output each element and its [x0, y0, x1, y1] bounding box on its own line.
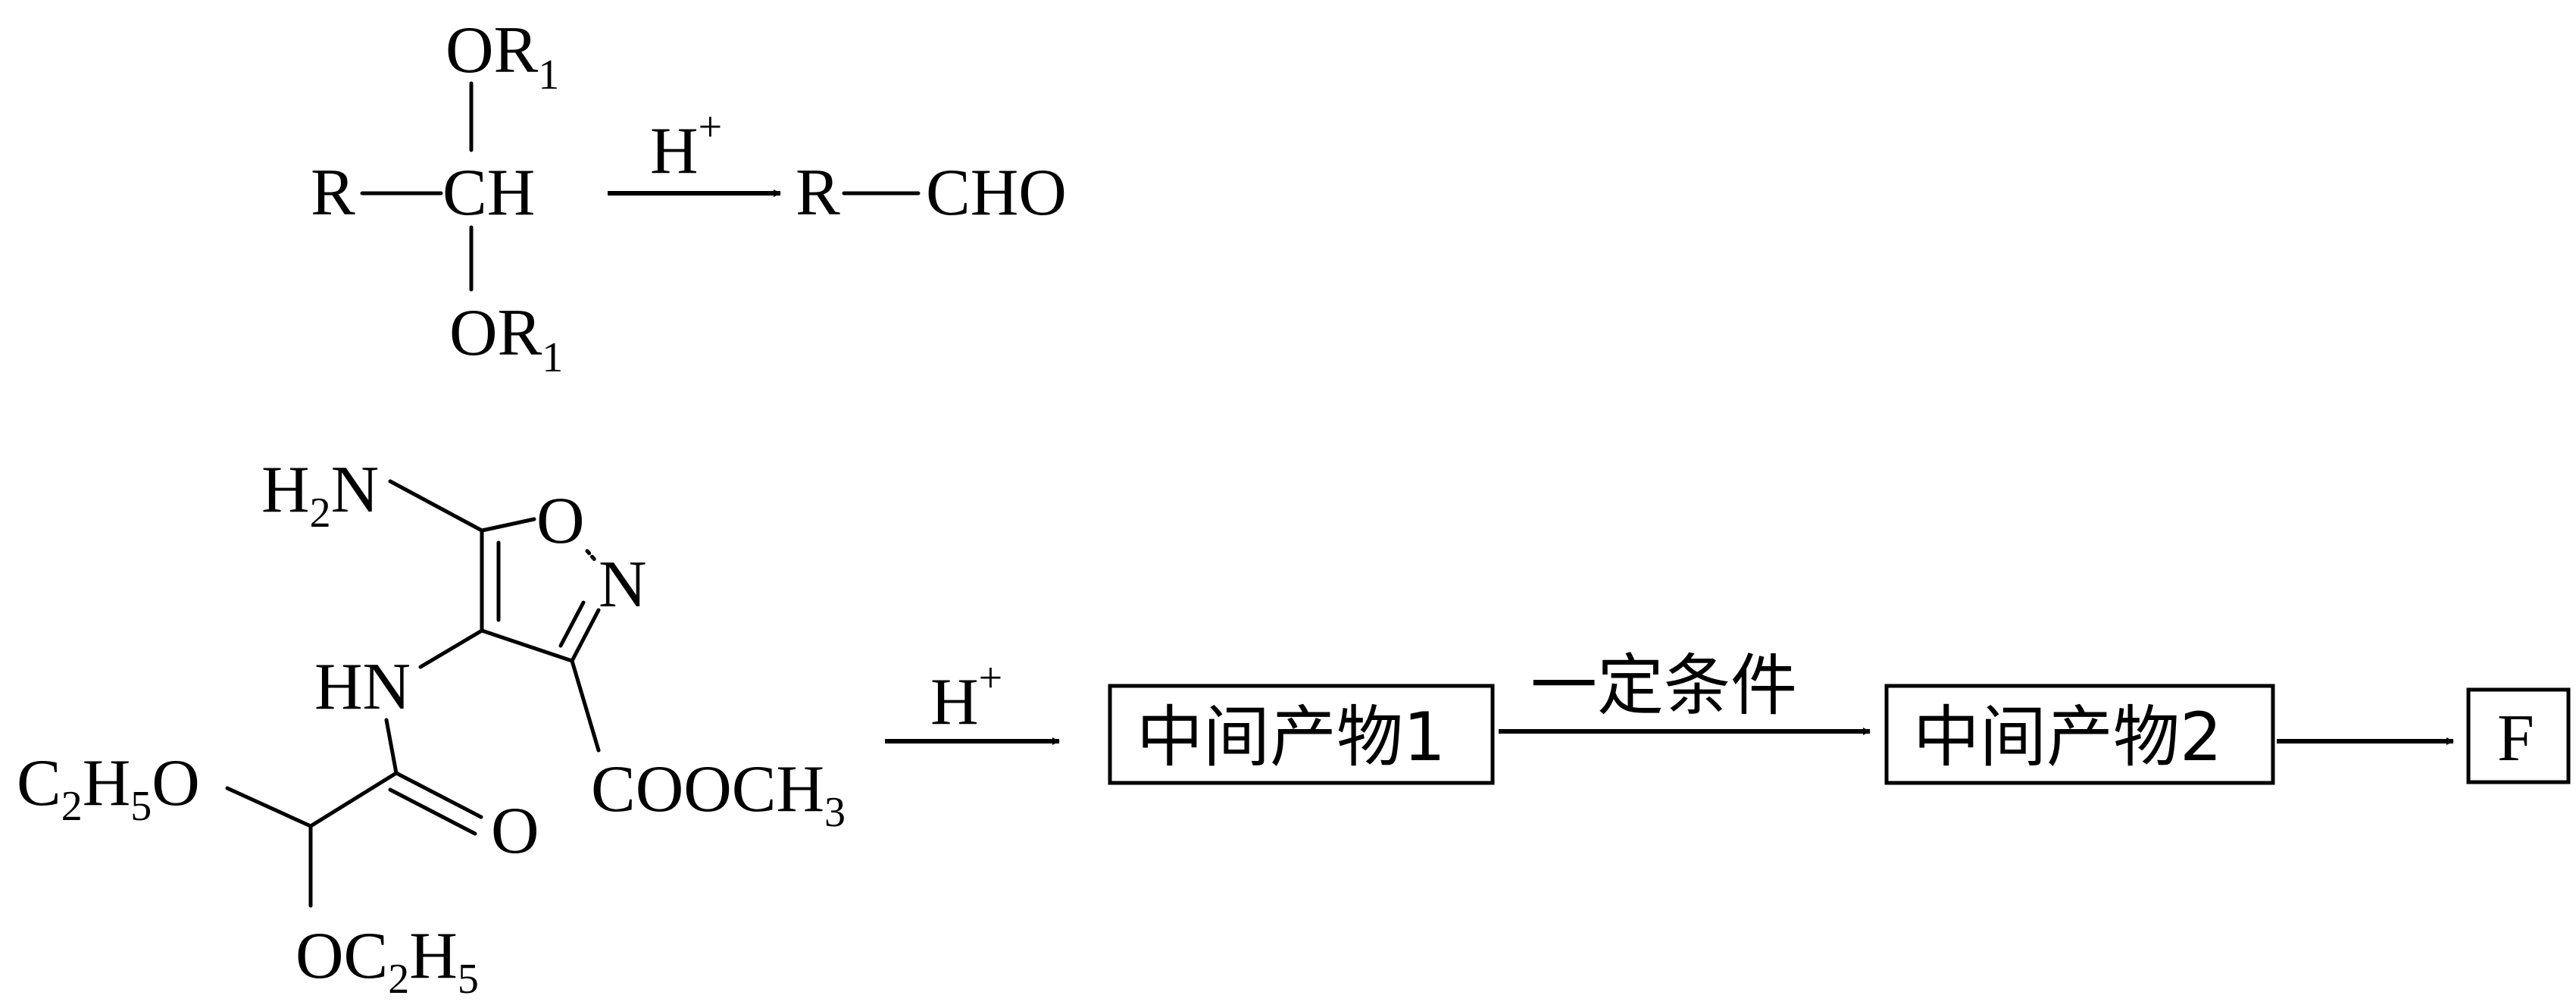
product-f-label: F: [2497, 702, 2534, 775]
intermediate2-label: 中间产物2: [1913, 698, 2222, 776]
acetal-bottom-or: OR1: [449, 296, 563, 381]
acetal-rule: OR1 R CH OR1 H+ R CHO: [311, 14, 1067, 381]
bond-n-c3: [570, 608, 601, 663]
bond-n-c3-double: [558, 600, 586, 648]
intermediate2-box: [1884, 684, 2275, 785]
acetal-left-r: R: [311, 156, 355, 230]
ring-oxygen: O: [536, 484, 585, 558]
acetal-center-ch: CH: [442, 156, 535, 230]
acetal-top-or: OR1: [445, 14, 559, 99]
bond-c4-hn: [418, 628, 484, 669]
ethoxy-bottom: OC2H5: [295, 919, 479, 1003]
ethoxy-left: C2H5O: [17, 747, 200, 830]
intermediate1-label: 中间产物1: [1136, 698, 1446, 776]
amino-group: H2N: [261, 453, 379, 537]
product-r: R: [796, 156, 840, 230]
bond-c3-c4: [480, 628, 574, 663]
bond-hn-carbonyl: [384, 718, 399, 775]
amide-hn: HN: [314, 650, 411, 724]
bond-carbonyl-double: [388, 787, 477, 836]
bond-o-n: [585, 549, 599, 565]
product-f-box: [2466, 687, 2571, 784]
ring-nitrogen: N: [599, 548, 647, 621]
bond-carbonyl: [394, 771, 483, 819]
step1-reagent: H+: [930, 655, 1002, 739]
ester-group: COOCH3: [591, 753, 846, 836]
product-cho: CHO: [926, 156, 1067, 230]
intermediate1-box: [1108, 684, 1495, 785]
bond-amino-c5: [388, 479, 484, 533]
bond-c3-ester: [570, 659, 601, 753]
bond-carbonyl-ch: [308, 771, 399, 828]
reaction-sequence: H+ 中间产物1 一定条件 中间产物2 F: [885, 646, 2571, 785]
step2-condition: 一定条件: [1530, 646, 1797, 725]
bond-ch-ethoxy-left: [225, 786, 313, 828]
acetal-reagent-h: H+: [650, 104, 722, 188]
bond-c5-o: [480, 517, 536, 533]
reactant-structure: H2N O N HN COOCH3: [17, 453, 846, 1003]
carbonyl-oxygen: O: [491, 794, 539, 868]
